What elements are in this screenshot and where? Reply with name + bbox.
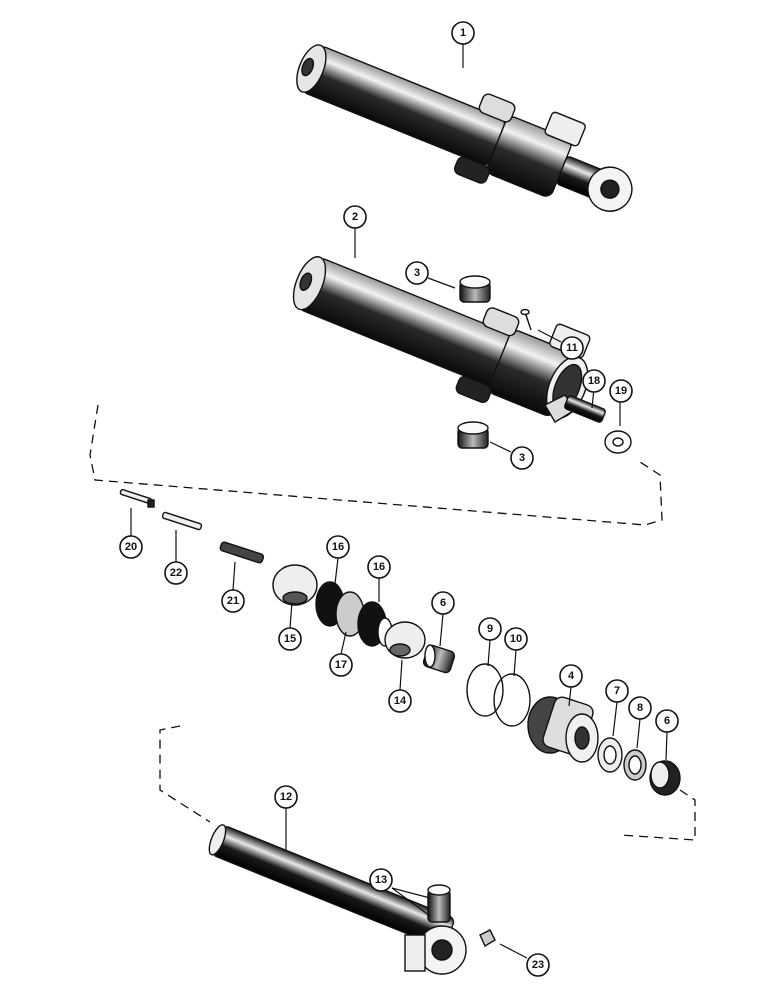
svg-text:7: 7 bbox=[614, 685, 620, 697]
pin-20 bbox=[119, 488, 155, 508]
callout-23: 23 bbox=[526, 953, 550, 977]
callout-11: 11 bbox=[560, 336, 584, 360]
leader-lines bbox=[130, 44, 668, 959]
svg-text:20: 20 bbox=[125, 541, 137, 553]
callout-18: 18 bbox=[582, 369, 606, 393]
piston-15 bbox=[272, 564, 318, 606]
svg-text:8: 8 bbox=[637, 702, 643, 714]
svg-text:18: 18 bbox=[588, 375, 600, 387]
callout-16-right: 16 bbox=[367, 555, 391, 579]
callout-21: 21 bbox=[221, 589, 245, 613]
bushing-13 bbox=[427, 884, 451, 923]
washer-19 bbox=[604, 430, 632, 454]
svg-text:16: 16 bbox=[373, 561, 385, 573]
bushing-6-lower bbox=[649, 760, 681, 796]
callout-13: 13 bbox=[369, 868, 393, 892]
callout-16-left: 16 bbox=[326, 535, 350, 559]
callout-12: 12 bbox=[274, 785, 298, 809]
svg-text:22: 22 bbox=[170, 567, 182, 579]
pin-22 bbox=[161, 511, 203, 531]
svg-text:21: 21 bbox=[227, 595, 239, 607]
svg-text:2: 2 bbox=[352, 211, 358, 223]
backup-ring-10 bbox=[493, 673, 531, 727]
callout-22: 22 bbox=[164, 561, 188, 585]
seal-14 bbox=[384, 621, 426, 659]
grease-fitting-23 bbox=[479, 929, 496, 948]
callout-9: 9 bbox=[478, 617, 502, 641]
callout-19: 19 bbox=[609, 379, 633, 403]
svg-text:16: 16 bbox=[332, 541, 344, 553]
svg-text:10: 10 bbox=[510, 633, 522, 645]
wiper-8 bbox=[623, 749, 647, 781]
bushing-3-upper bbox=[459, 275, 491, 303]
callout-2: 2 bbox=[343, 205, 367, 229]
head-4 bbox=[527, 696, 599, 763]
svg-text:15: 15 bbox=[284, 633, 296, 645]
callout-6-lower: 6 bbox=[655, 709, 679, 733]
fitting-18 bbox=[544, 394, 606, 423]
callout-3-lower: 3 bbox=[510, 446, 534, 470]
svg-text:14: 14 bbox=[394, 695, 407, 707]
callout-14: 14 bbox=[388, 689, 412, 713]
svg-text:4: 4 bbox=[568, 670, 575, 682]
svg-text:17: 17 bbox=[335, 659, 347, 671]
svg-text:1: 1 bbox=[460, 27, 466, 39]
svg-text:6: 6 bbox=[440, 597, 446, 609]
svg-text:9: 9 bbox=[487, 623, 493, 635]
callout-10: 10 bbox=[504, 627, 528, 651]
bushing-6-upper bbox=[422, 644, 456, 674]
bushing-3-lower bbox=[457, 421, 489, 449]
svg-text:19: 19 bbox=[615, 385, 627, 397]
svg-text:12: 12 bbox=[280, 791, 292, 803]
screw-11 bbox=[520, 308, 532, 331]
svg-text:11: 11 bbox=[566, 342, 578, 354]
callout-3-upper: 3 bbox=[405, 261, 429, 285]
group-bracket-upper bbox=[89, 404, 663, 526]
piston-rod-12 bbox=[208, 824, 467, 975]
svg-text:13: 13 bbox=[375, 874, 387, 886]
cylinder-assembly-1 bbox=[296, 44, 633, 212]
svg-text:3: 3 bbox=[519, 452, 525, 464]
callout-4: 4 bbox=[559, 664, 583, 688]
callout-15: 15 bbox=[278, 627, 302, 651]
spring-21 bbox=[219, 541, 265, 564]
piston-ring-16-17 bbox=[315, 581, 393, 647]
callout-6-upper: 6 bbox=[431, 591, 455, 615]
svg-text:3: 3 bbox=[414, 267, 420, 279]
callout-1: 1 bbox=[451, 21, 475, 45]
o-ring-9 bbox=[466, 663, 504, 717]
svg-text:23: 23 bbox=[532, 959, 544, 971]
callout-20: 20 bbox=[119, 535, 143, 559]
group-bracket-lower bbox=[159, 725, 696, 841]
callout-17: 17 bbox=[329, 653, 353, 677]
callout-7: 7 bbox=[605, 679, 629, 703]
callout-8: 8 bbox=[628, 696, 652, 720]
svg-text:6: 6 bbox=[664, 715, 670, 727]
washer-7 bbox=[597, 737, 623, 773]
